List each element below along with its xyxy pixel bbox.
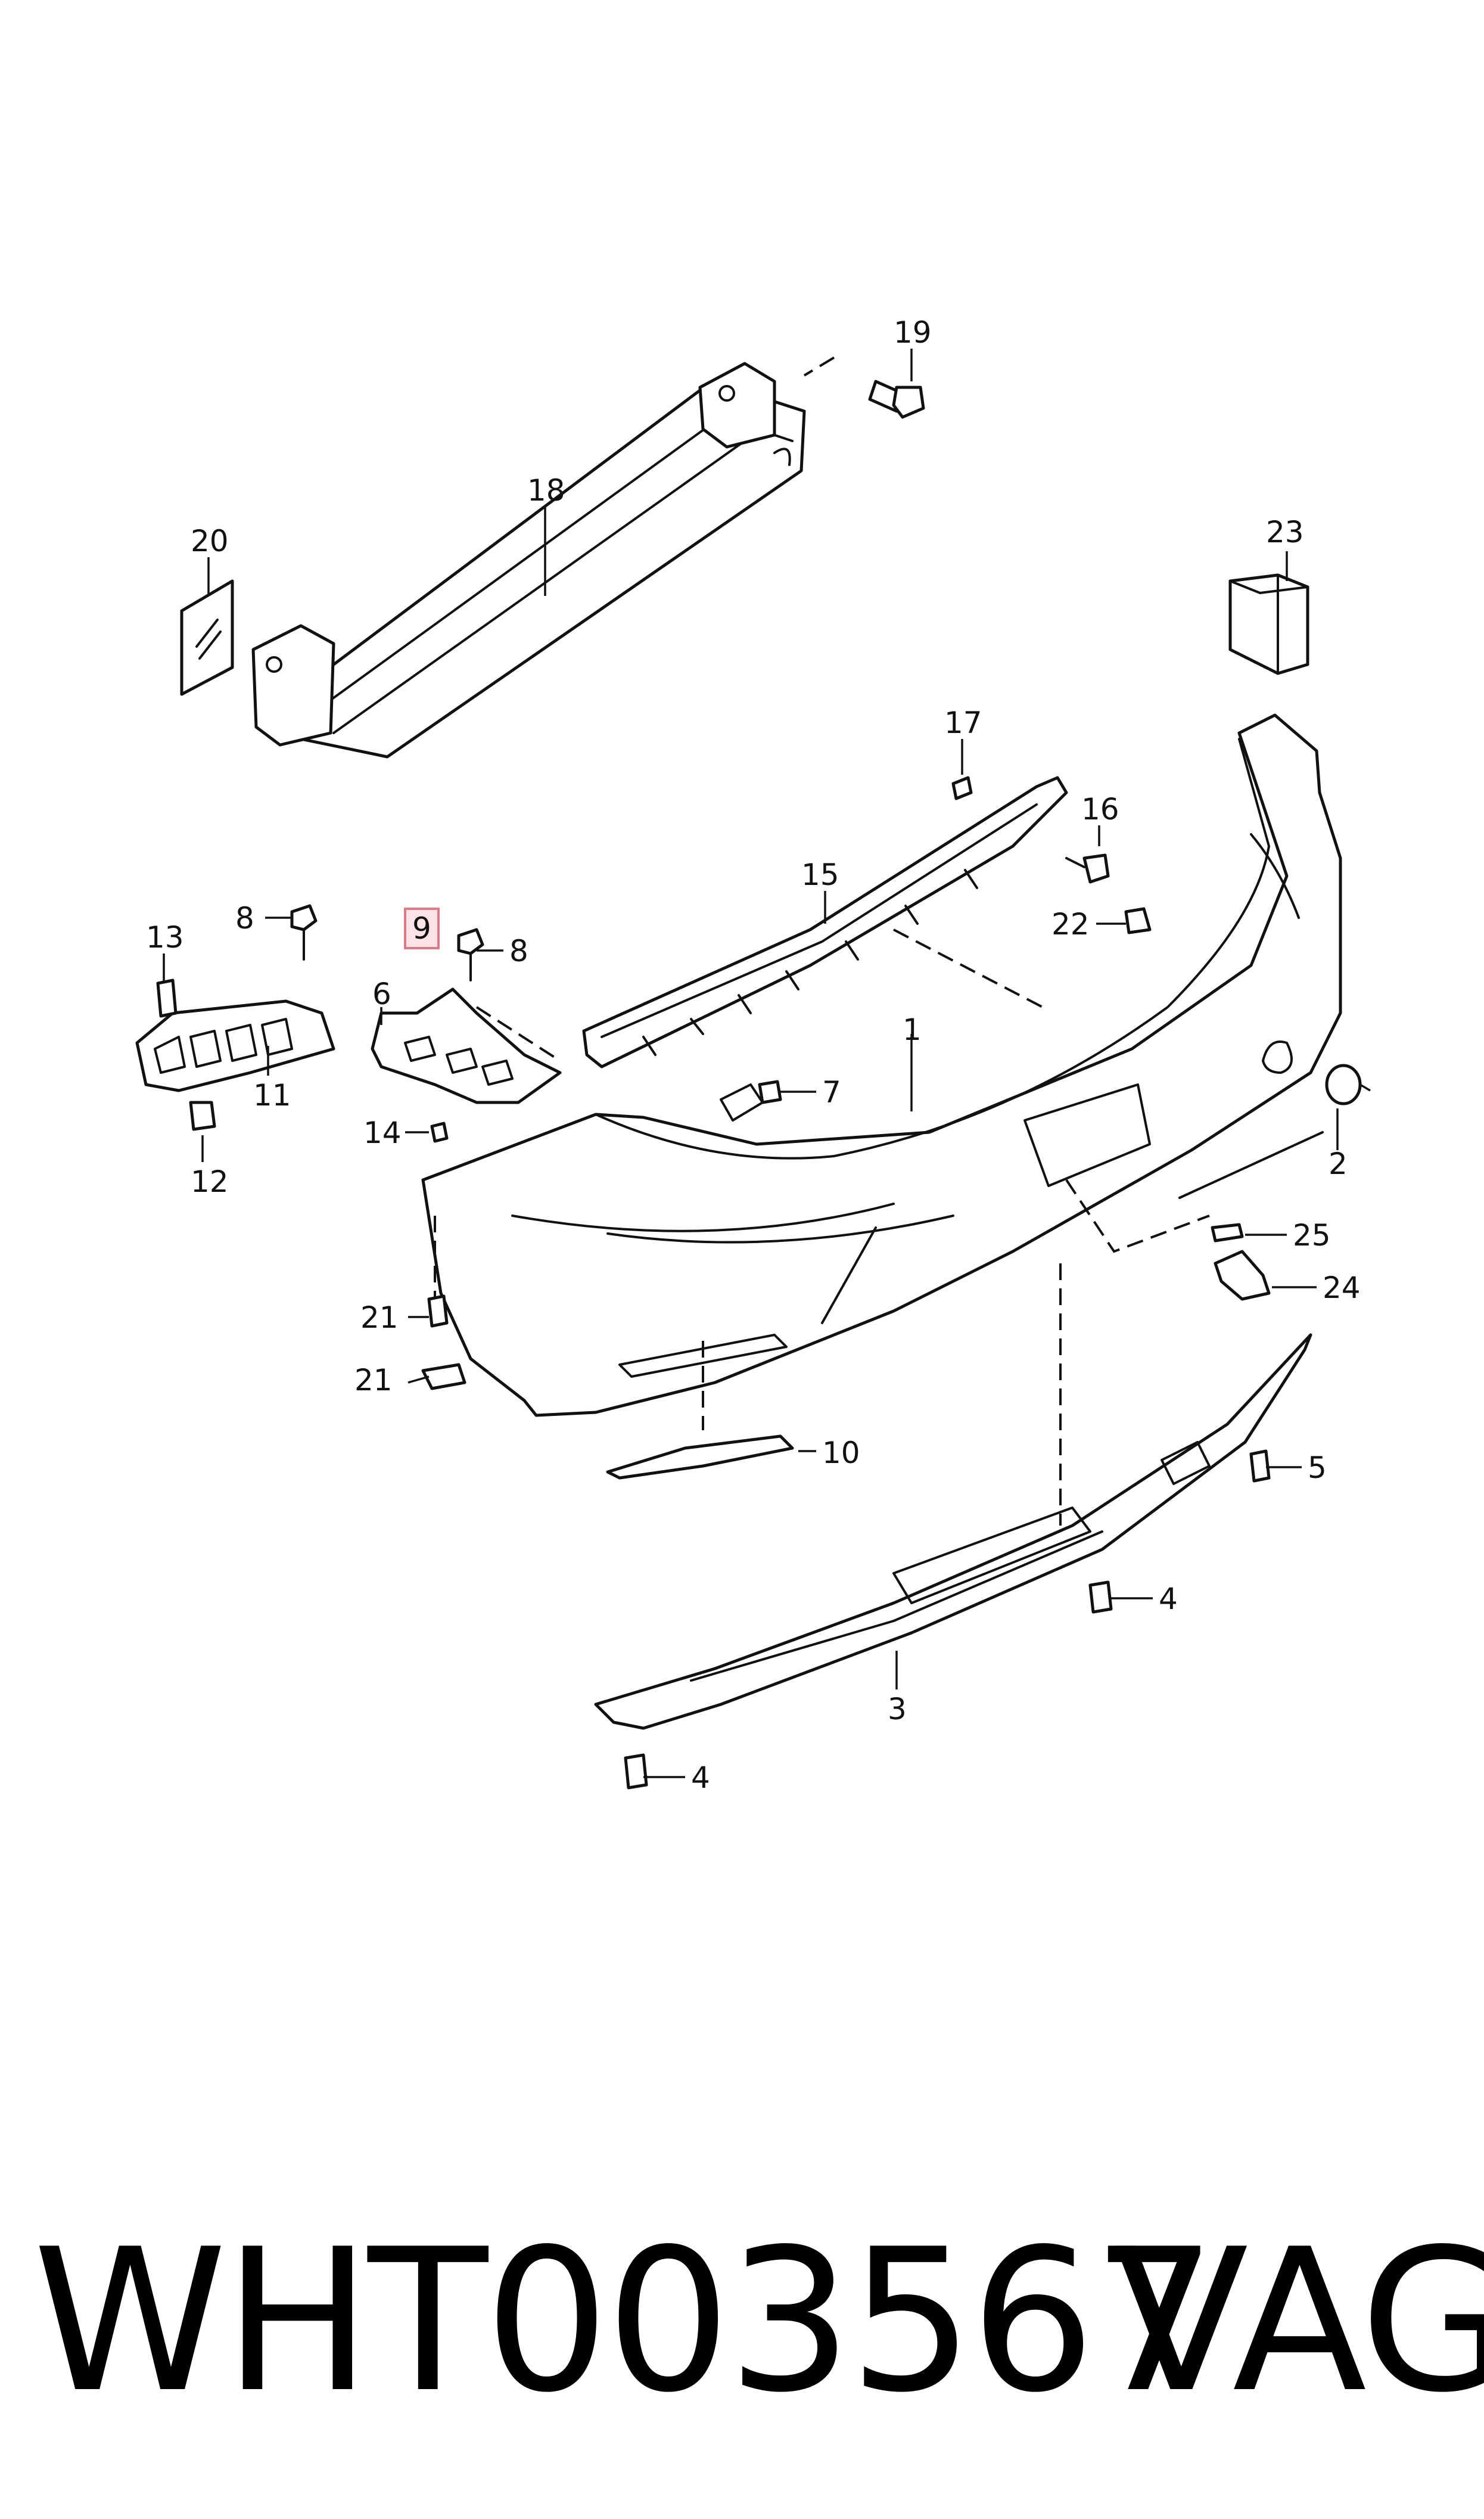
callout-22[interactable]: 22 xyxy=(1051,907,1090,942)
callout-25[interactable]: 25 xyxy=(1293,1218,1331,1253)
callout-8a[interactable]: 8 xyxy=(235,901,254,936)
callout-20[interactable]: 20 xyxy=(191,524,229,558)
callout-12[interactable]: 12 xyxy=(191,1164,229,1199)
callout-21a[interactable]: 21 xyxy=(360,1300,399,1335)
leader-lines xyxy=(163,349,1339,1778)
callout-1[interactable]: 1 xyxy=(903,1012,922,1047)
callout-4b[interactable]: 4 xyxy=(691,1760,710,1795)
clip-24 xyxy=(1214,1250,1271,1301)
callout-13[interactable]: 13 xyxy=(146,920,184,955)
cap-2 xyxy=(1325,1064,1371,1105)
callout-19[interactable]: 19 xyxy=(894,315,932,350)
bracket-23 xyxy=(1228,573,1309,675)
callout-18[interactable]: 18 xyxy=(527,473,565,508)
callout-24[interactable]: 24 xyxy=(1323,1271,1361,1305)
callout-16[interactable]: 16 xyxy=(1081,792,1119,827)
callout-2[interactable]: 2 xyxy=(1329,1147,1348,1181)
callout-23[interactable]: 23 xyxy=(1266,515,1304,549)
reinforcement-bar xyxy=(251,362,806,759)
bolt-19 xyxy=(803,356,925,419)
callout-15[interactable]: 15 xyxy=(801,858,839,892)
callouts: 1 2 3 4 4 5 6 7 8 8 9 10 11 12 13 14 15 … xyxy=(146,315,1361,1795)
parts-diagram: 1 2 3 4 4 5 6 7 8 8 9 10 11 12 13 14 15 … xyxy=(135,315,1371,1795)
diffuser-3 xyxy=(594,1333,1312,1730)
callout-4a[interactable]: 4 xyxy=(1159,1582,1178,1616)
bracket-6 xyxy=(371,987,562,1104)
callout-21b[interactable]: 21 xyxy=(354,1363,393,1397)
highlight-box xyxy=(404,908,440,949)
callout-7[interactable]: 7 xyxy=(822,1075,841,1110)
bumper-cover-1 xyxy=(421,713,1342,1417)
part-number: WHT003567 xyxy=(33,2207,1217,2436)
trim-strip-10 xyxy=(606,1434,794,1480)
fastener-icons xyxy=(156,776,1271,1790)
callout-14[interactable]: 14 xyxy=(363,1116,402,1150)
adhesive-pad-20 xyxy=(180,579,234,696)
callout-8b[interactable]: 8 xyxy=(509,934,528,968)
callout-11[interactable]: 11 xyxy=(253,1078,291,1113)
brand-name: VAG xyxy=(1114,2207,1484,2436)
callout-10[interactable]: 10 xyxy=(822,1436,860,1470)
clip-25 xyxy=(1211,1223,1244,1243)
callout-17[interactable]: 17 xyxy=(944,706,982,740)
callout-5[interactable]: 5 xyxy=(1308,1450,1327,1485)
guide-11 xyxy=(135,999,335,1092)
callout-9[interactable]: 9 xyxy=(412,911,431,946)
callout-6[interactable]: 6 xyxy=(372,977,391,1011)
callout-3[interactable]: 3 xyxy=(888,1692,907,1726)
